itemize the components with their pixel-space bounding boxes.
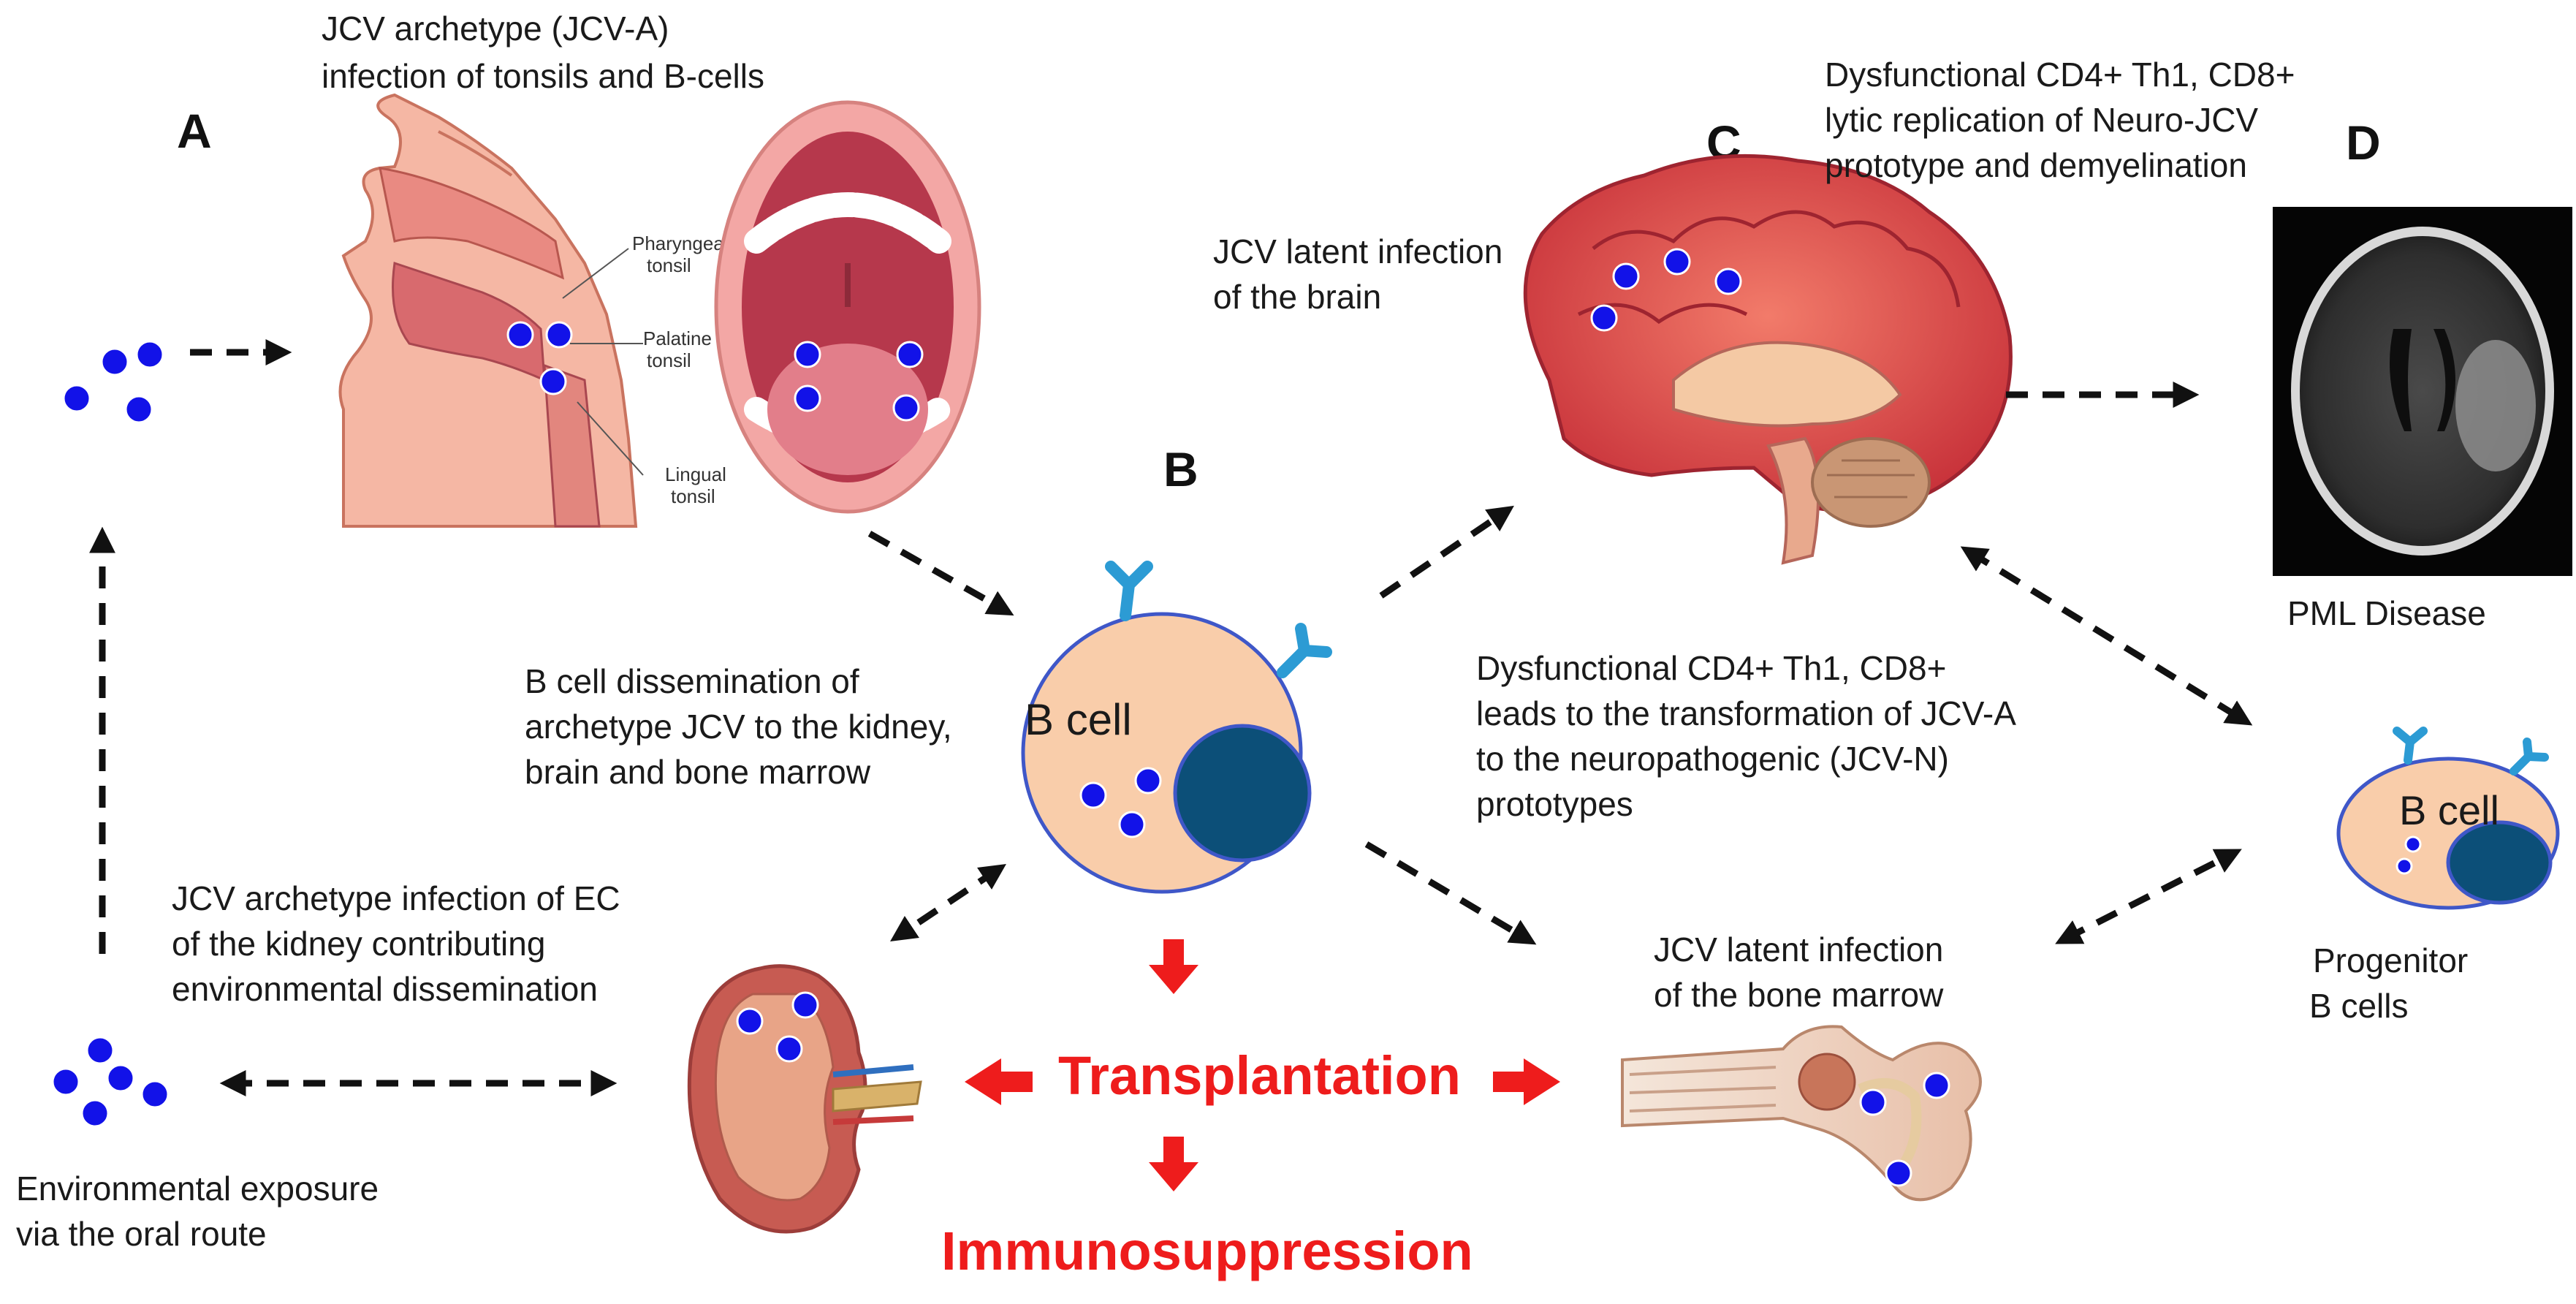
- panel-b-caption-line2: archetype JCV to the kidney,: [525, 708, 952, 746]
- virus-particle: [545, 321, 573, 349]
- kidney-caption-line3: environmental dissemination: [172, 970, 598, 1008]
- flow-arrows: [867, 505, 2253, 945]
- panel-c-mid-caption-line1: Dysfunctional CD4+ Th1, CD8+: [1476, 649, 1946, 687]
- pml-disease-caption: PML Disease: [2287, 594, 2486, 632]
- mri-scan-image: [2273, 207, 2572, 576]
- red-arrows: [965, 939, 1560, 1191]
- lingual-tonsil-label-2: tonsil: [671, 485, 715, 507]
- virus-particle: [1859, 1088, 1887, 1116]
- virus-particle: [506, 321, 534, 349]
- panel-b-caption-line3: brain and bone marrow: [525, 753, 871, 791]
- virus-particle: [1714, 268, 1742, 295]
- bone-illustration: [1621, 1025, 1982, 1202]
- virus-particle: [2404, 835, 2422, 853]
- brain-caption-line1: JCV latent infection: [1213, 232, 1502, 270]
- receptor-icon: [2393, 727, 2428, 765]
- panel-letter-b: B: [1163, 442, 1198, 496]
- open-mouth-illustration: [714, 100, 981, 514]
- bone-marrow-caption-line1: JCV latent infection: [1654, 930, 1943, 968]
- lingual-tonsil-label-1: Lingual: [665, 463, 726, 485]
- pharyngeal-tonsil-label-2: tonsil: [647, 254, 691, 276]
- virus-particle: [1885, 1159, 1912, 1187]
- panel-a-caption-line2: infection of tonsils and B-cells: [322, 57, 764, 95]
- virus-particle: [1118, 811, 1146, 838]
- virus-particle: [892, 394, 920, 422]
- kidney-illustration: [687, 964, 922, 1234]
- panel-c-top-caption-line3: prototype and demyelination: [1825, 146, 2247, 184]
- virus-particle: [1612, 262, 1640, 290]
- arrow-brain-progenitor: [1960, 546, 2253, 726]
- virus-particle: [736, 1007, 764, 1035]
- virus-particle: [1663, 248, 1691, 276]
- virus-particle: [1590, 304, 1618, 332]
- panel-letter-d: D: [2346, 115, 2381, 170]
- panel-c-mid-caption-line2: leads to the transformation of JCV-A: [1476, 694, 2016, 732]
- receptor-icon: [1277, 623, 1332, 678]
- immunosuppression-label: Immunosuppression: [941, 1221, 1473, 1281]
- receptor-icon: [2509, 738, 2549, 776]
- brain-caption-line2: of the brain: [1213, 278, 1381, 316]
- arrow-bone-progenitor: [2055, 849, 2242, 944]
- transplantation-label: Transplantation: [1058, 1045, 1461, 1106]
- arrow-bcell-kidney: [890, 864, 1006, 941]
- progenitor-caption-line2: B cells: [2309, 987, 2408, 1025]
- progenitor-cell-label: B cell: [2399, 787, 2499, 833]
- environmental-virus-cluster-bottom: [51, 1036, 170, 1128]
- kidney-caption-line1: JCV archetype infection of EC: [172, 879, 620, 917]
- bone-marrow-caption-line2: of the bone marrow: [1654, 976, 1944, 1014]
- b-cell-label: B cell: [1025, 695, 1132, 744]
- environmental-virus-cluster-top: [62, 340, 164, 424]
- virus-particle: [791, 991, 819, 1019]
- receptor-icon: [1105, 561, 1153, 621]
- arrow-mouth-to-bcell: [867, 531, 1014, 616]
- red-arrow-down-bottom: [1149, 1137, 1198, 1191]
- panel-c-mid-caption-line3: to the neuropathogenic (JCV-N): [1476, 740, 1949, 778]
- progenitor-caption-line1: Progenitor: [2313, 941, 2468, 979]
- red-arrow-right: [1493, 1058, 1560, 1105]
- panel-c-mid-caption-line4: prototypes: [1476, 785, 1633, 823]
- tonsil-leader-lines: [562, 248, 644, 476]
- virus-particle: [896, 341, 924, 368]
- palatine-tonsil-label-2: tonsil: [647, 349, 691, 371]
- panel-c-top-caption-line2: lytic replication of Neuro-JCV: [1825, 101, 2258, 139]
- environment-caption-line1: Environmental exposure: [16, 1170, 379, 1208]
- virus-particle: [775, 1035, 803, 1063]
- virus-particle: [539, 368, 567, 395]
- panel-b-caption-line1: B cell dissemination of: [525, 662, 859, 700]
- brain-illustration: [1523, 153, 2013, 565]
- virus-particle: [1079, 781, 1107, 809]
- b-cell-center: [1021, 561, 1332, 894]
- palatine-tonsil-label-1: Palatine: [643, 327, 712, 349]
- environment-caption-line2: via the oral route: [16, 1215, 267, 1253]
- virus-particle: [794, 384, 821, 412]
- head-sagittal-illustration: [338, 93, 638, 528]
- virus-particle: [2395, 857, 2413, 875]
- red-arrow-down-top: [1149, 939, 1198, 994]
- arrow-bcell-to-bone: [1364, 841, 1537, 945]
- panel-a-caption-line1: JCV archetype (JCV-A): [322, 10, 669, 48]
- virus-particle: [1923, 1072, 1950, 1099]
- panel-letter-a: A: [177, 104, 212, 158]
- virus-particle: [1134, 767, 1162, 795]
- panel-c-top-caption-line1: Dysfunctional CD4+ Th1, CD8+: [1825, 56, 2295, 94]
- red-arrow-left: [965, 1058, 1033, 1105]
- pharyngeal-tonsil-label-1: Pharyngeal: [632, 232, 729, 254]
- arrow-bcell-to-brain: [1379, 505, 1514, 599]
- virus-particle: [794, 341, 821, 368]
- progenitor-b-cell: [2336, 727, 2560, 910]
- kidney-caption-line2: of the kidney contributing: [172, 925, 545, 963]
